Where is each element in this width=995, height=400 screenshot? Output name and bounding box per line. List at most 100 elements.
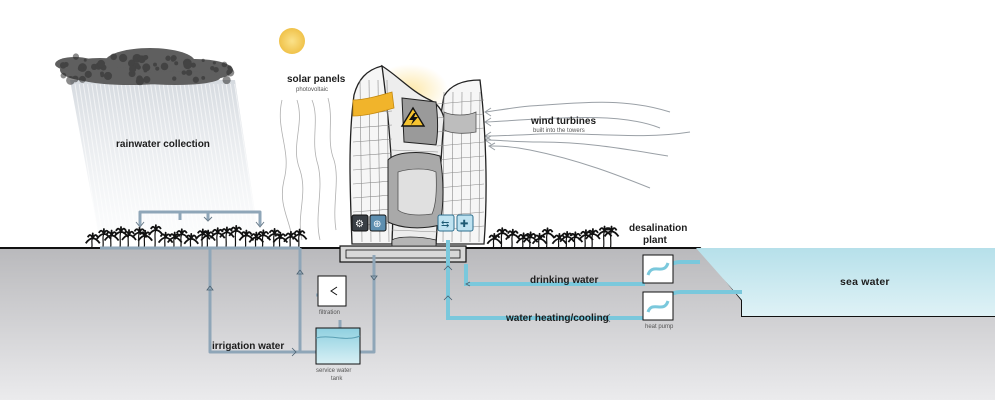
cloud-puff — [226, 68, 235, 77]
building-openings — [387, 97, 477, 247]
rain-streak — [183, 83, 207, 229]
palm-tree-icon — [531, 232, 548, 249]
sea-water — [696, 248, 995, 316]
rain-streak — [158, 83, 182, 229]
rain-streak — [196, 83, 220, 229]
rain-streak — [225, 83, 249, 229]
flow-arrows — [206, 265, 611, 357]
rain-streak — [99, 83, 123, 229]
desalination-label-line2: plant — [643, 235, 667, 246]
rain-streak — [116, 83, 140, 229]
cloud-puff — [135, 76, 145, 86]
tower-grid-line — [352, 208, 393, 213]
palm-trees — [85, 224, 620, 249]
rain-streak — [78, 83, 102, 229]
rain — [70, 80, 262, 232]
valve-icon: ⊕ — [373, 219, 381, 230]
palm-tree-icon — [551, 232, 568, 249]
cloud-puff — [100, 73, 105, 78]
cloud-puff — [170, 57, 176, 62]
filtration-label: filtration — [319, 310, 341, 316]
rain-streak — [74, 83, 98, 229]
solar-panels-label: solar panels — [287, 74, 346, 85]
cloud-puff — [59, 62, 67, 69]
palm-tree-icon — [539, 227, 556, 249]
rain-streak — [192, 83, 216, 229]
filtration-unit-icon — [317, 275, 347, 307]
heat-exchanger-icon — [642, 291, 674, 321]
tower-grid-line — [436, 155, 485, 161]
rain-streak — [145, 83, 169, 229]
cloud-puff — [183, 60, 192, 70]
rain-streak — [82, 83, 106, 229]
tower-grid-line — [352, 180, 393, 185]
cloud-puff — [84, 70, 92, 78]
palm-tree-icon — [494, 227, 510, 249]
ground-section — [0, 248, 995, 400]
tower-grid-line — [352, 138, 393, 143]
heat-pump-label: heat pump — [645, 324, 674, 330]
rain-streak — [141, 83, 165, 229]
palm-tree-icon — [255, 229, 272, 249]
rain-streak — [166, 83, 190, 229]
rain-streak — [238, 83, 262, 229]
cloud-puff — [103, 71, 113, 81]
solar-panel-strip — [352, 91, 395, 117]
rain-streak — [120, 83, 144, 229]
palm-tree-icon — [228, 225, 244, 249]
palm-tree-icon — [200, 229, 216, 249]
palm-tree-icon — [585, 228, 601, 249]
palm-tree-icon — [559, 230, 575, 249]
cloud-puff — [222, 76, 231, 85]
cloud-puff — [97, 59, 106, 68]
cloud-texture — [59, 53, 235, 86]
cloud-puff — [143, 76, 151, 84]
tower-grid-line — [436, 183, 485, 189]
tower-grid-line — [478, 91, 481, 243]
palm-tree-icon — [174, 228, 190, 249]
rain-streak — [208, 83, 232, 229]
rain-streak — [175, 83, 199, 229]
rain-streak — [234, 83, 258, 229]
rainwater-collection-label: rainwater collection — [116, 139, 210, 150]
cloud-puff — [74, 55, 79, 60]
pump-icon: ⚙ — [355, 219, 364, 230]
palm-tree-icon — [183, 232, 199, 249]
rain-streak — [150, 83, 174, 229]
cloud-puff — [213, 66, 219, 73]
sun-rays — [279, 97, 337, 241]
tower-grid-line — [391, 229, 439, 233]
tower-grid-line — [436, 169, 485, 175]
tower-grid-line — [436, 141, 485, 147]
service-water-tank-label-line2: tank — [331, 376, 343, 382]
palm-tree-icon — [131, 226, 148, 249]
rain-streak — [162, 83, 186, 229]
rain-streak — [91, 83, 115, 229]
rain-streak — [129, 83, 153, 229]
cloud-puff — [78, 75, 86, 83]
cloud-puff — [142, 55, 148, 61]
palm-tree-icon — [283, 230, 299, 249]
tower-grid-line — [352, 124, 393, 129]
cloud-puff — [66, 76, 75, 85]
cloud-puff — [212, 61, 216, 65]
desalination-unit-icon — [642, 254, 674, 284]
service-water-tank-icon — [315, 327, 361, 365]
pipe-arrows — [135, 216, 265, 228]
rain-streak — [133, 83, 157, 229]
palm-tree-icon — [578, 229, 594, 249]
cloud-puff — [118, 53, 128, 63]
service-water-tank-label: service water — [316, 368, 352, 374]
wind-turbines-label: wind turbines — [531, 116, 596, 127]
cloud-puff — [185, 69, 193, 76]
drinking-water-label: drinking water — [530, 275, 599, 286]
cloud-puff — [160, 62, 169, 71]
cloud-puff — [83, 58, 87, 62]
cloud-puff — [192, 76, 199, 83]
tower-grid-line — [436, 99, 485, 105]
palm-tree-icon — [486, 232, 503, 249]
cloud-puff — [153, 62, 157, 67]
rain-streak — [229, 83, 253, 229]
